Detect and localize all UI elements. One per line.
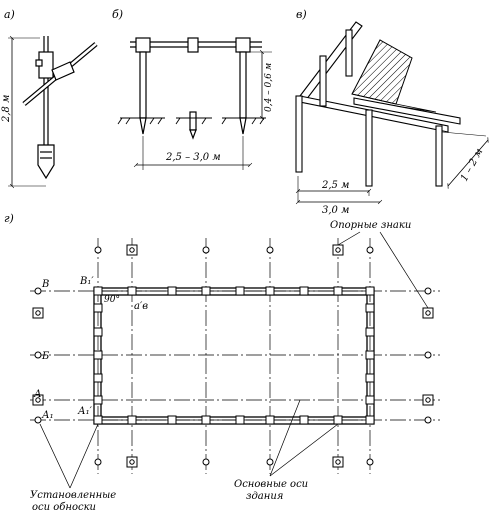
axis-label-A1-prime: А₁′ <box>77 406 93 417</box>
label-reference-markers: Опорные знаки <box>330 220 411 231</box>
plumb-peg-device <box>22 36 98 180</box>
panel-b: б) <box>112 8 274 170</box>
angle-label: 90° <box>104 295 120 305</box>
batter-posts <box>135 37 251 140</box>
panel-b-depth-dimension: 0,4 – 0,6 м <box>250 49 274 121</box>
callout-main-axes: Основные оси здания <box>234 399 339 502</box>
panel-d: г) <box>4 212 440 513</box>
label-offset-axes-1: Установленные <box>30 490 116 501</box>
panel-c-dimensions: 2,5 м 3,0 м 1 – 2 м <box>295 131 489 216</box>
axis-label-A: А <box>33 389 42 400</box>
axis-label-A1: А₁ <box>41 410 54 421</box>
frame-posts <box>93 286 375 425</box>
ground-line <box>117 117 266 125</box>
panel-c-dim-short: 2,5 м <box>321 180 349 191</box>
callout-reference-markers: Опорные знаки <box>330 220 429 309</box>
panel-d-letter: г) <box>4 212 14 225</box>
panel-a-letter: а) <box>4 8 15 21</box>
corner-batter-boards <box>295 21 461 187</box>
callout-offset-axes: Установленные оси обноски <box>30 423 116 513</box>
panel-c-dim-long: 3,0 м <box>322 205 349 216</box>
panel-a-height-label: 2,8 м <box>1 95 12 123</box>
panel-b-spacing-dimension: 2,5 – 3,0 м <box>133 136 253 170</box>
panel-a-height-dimension: 2,8 м <box>1 35 46 189</box>
axis-end-points <box>34 246 432 466</box>
label-offset-axes-2: оси обноски <box>32 502 96 513</box>
axis-label-a-V: a′в <box>134 301 148 312</box>
label-main-axes-1: Основные оси <box>234 479 308 490</box>
panel-b-spacing-label: 2,5 – 3,0 м <box>165 152 221 163</box>
axis-label-V1-prime: В₁′ <box>79 276 94 287</box>
panel-b-letter: б) <box>112 8 123 21</box>
panel-c-letter: в) <box>296 8 307 21</box>
panel-c-dim-side: 1 – 2 м <box>459 147 485 184</box>
hatched-wall <box>351 39 437 113</box>
panel-a: а) 2,8 м <box>1 8 98 189</box>
axis-label-B: Б <box>41 351 50 362</box>
label-main-axes-2: здания <box>246 491 283 502</box>
panel-b-depth-label: 0,4 – 0,6 м <box>264 63 274 112</box>
panel-c: в) 2,5 м 3,0 м <box>295 8 489 216</box>
axis-label-V: В <box>41 279 49 290</box>
